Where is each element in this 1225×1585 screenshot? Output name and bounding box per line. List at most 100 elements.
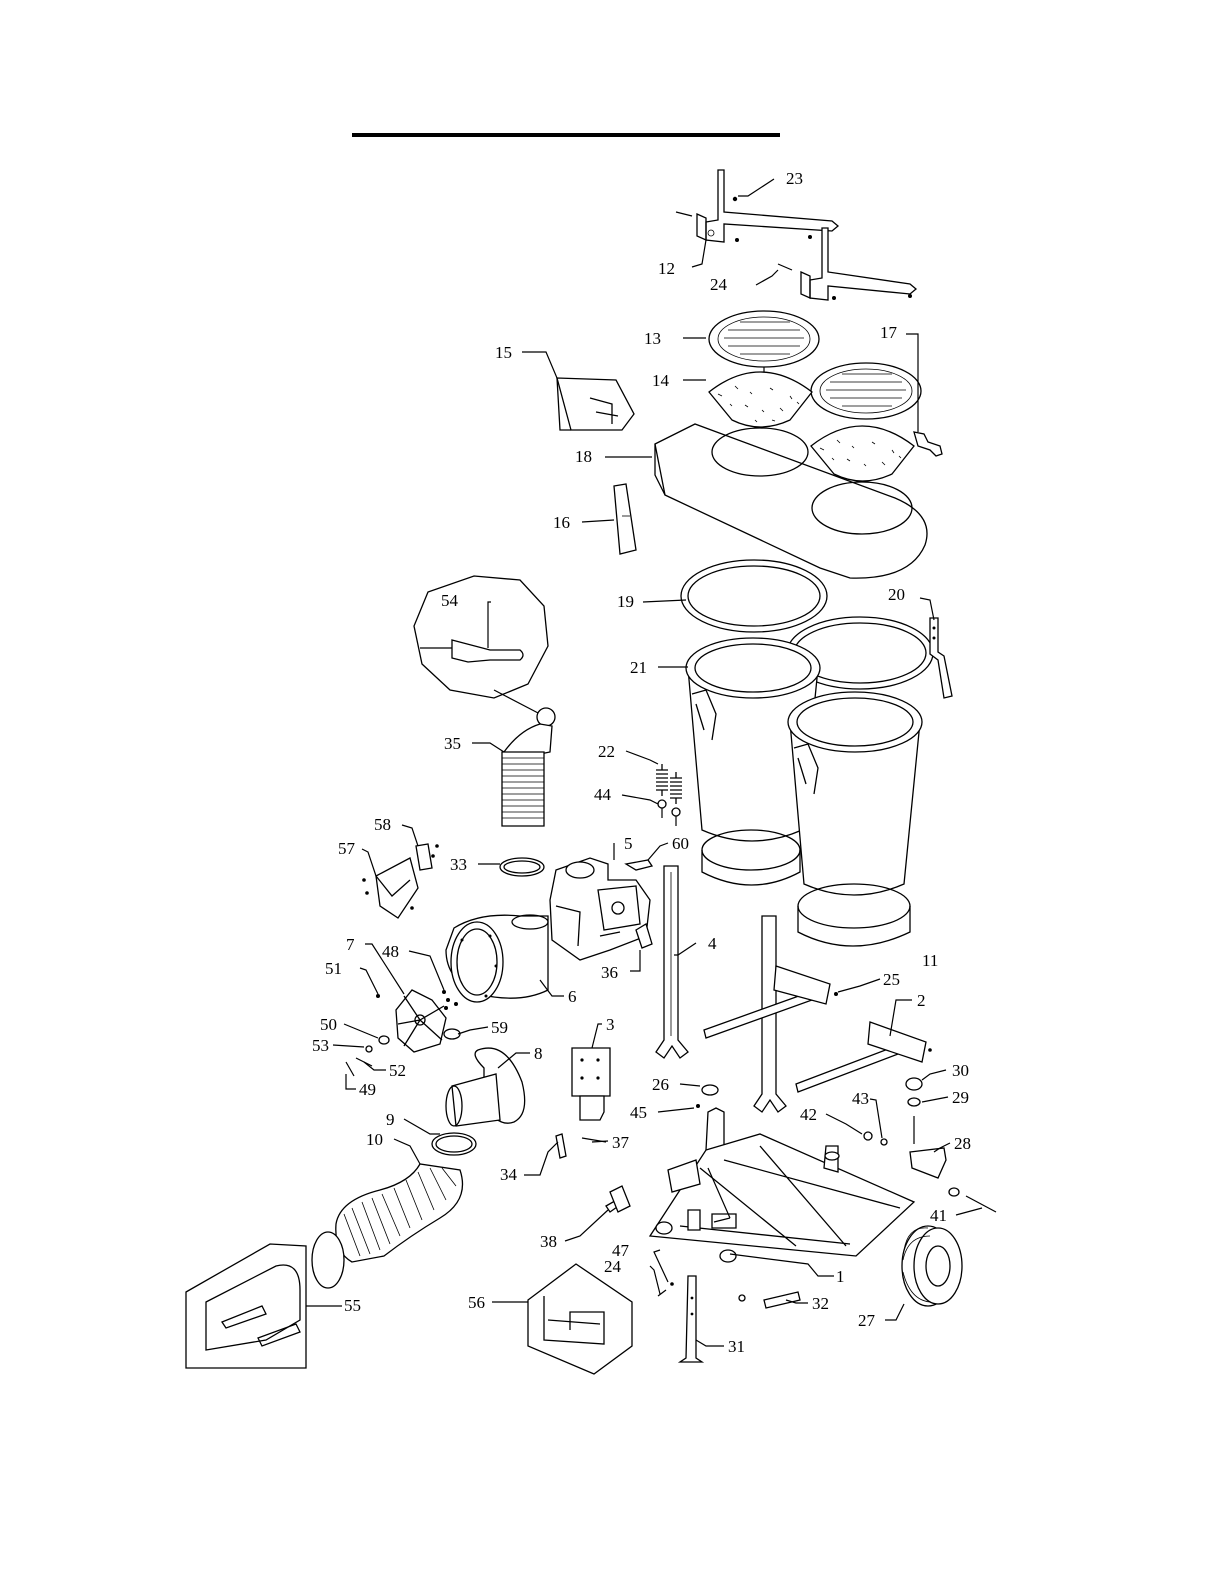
label-10: 10 [366, 1130, 383, 1149]
part-28-caster-bracket [910, 1116, 946, 1178]
part-42-nut [864, 1132, 872, 1140]
label-8: 8 [534, 1044, 543, 1063]
part-15-inlet-hood [557, 378, 634, 430]
label-34: 34 [500, 1165, 518, 1184]
label-32: 32 [812, 1294, 829, 1313]
label-35: 35 [444, 734, 461, 753]
label-23: 23 [786, 169, 803, 188]
part-20-latch [930, 618, 952, 698]
part-54-detail-callout [414, 576, 555, 726]
part-57-elbow [362, 858, 418, 918]
part-31-stand-leg [680, 1276, 702, 1362]
label-7: 7 [346, 935, 355, 954]
label-27: 27 [858, 1311, 876, 1330]
label-12: 12 [658, 259, 675, 278]
label-44: 44 [594, 785, 612, 804]
part-9-hose-clamp [432, 1133, 476, 1155]
part-22-springs [656, 764, 682, 804]
part-59-key [444, 1029, 460, 1039]
part-12-bracket [676, 170, 838, 242]
label-52: 52 [389, 1061, 406, 1080]
label-15: 15 [495, 343, 512, 362]
label-29: 29 [952, 1088, 969, 1107]
part-17-clip [914, 432, 942, 456]
part-25-nut [834, 992, 838, 996]
label-59: 59 [491, 1018, 508, 1037]
label-25: 25 [883, 970, 900, 989]
label-60: 60 [672, 834, 689, 853]
label-13: 13 [644, 329, 661, 348]
label-16: 16 [553, 513, 570, 532]
part-16-flap [614, 484, 636, 554]
label-6: 6 [568, 987, 577, 1006]
label-5: 5 [624, 834, 633, 853]
part-12-bracket-second [778, 228, 916, 300]
part-45-pin [696, 1104, 700, 1108]
part-34-pin [556, 1134, 566, 1158]
part-6-blower-housing [446, 915, 548, 1002]
part-3-mount-plate [572, 1048, 610, 1120]
label-45: 45 [630, 1103, 647, 1122]
label-43: 43 [852, 1089, 869, 1108]
part-44-eyebolts [658, 800, 680, 826]
label-20: 20 [888, 585, 905, 604]
label-14: 14 [652, 371, 670, 390]
label-49: 49 [359, 1080, 376, 1099]
part-38-pin [606, 1186, 630, 1212]
part-56-detail-box [528, 1264, 632, 1374]
label-9: 9 [386, 1110, 395, 1129]
part-33-clamp [500, 858, 544, 876]
label-4: 4 [708, 934, 717, 953]
part-47-clip [670, 1282, 674, 1286]
label-24: 24 [710, 275, 728, 294]
label-58: 58 [374, 815, 391, 834]
part-26-cap [702, 1085, 718, 1095]
part-1-frame [650, 1108, 914, 1262]
label-21: 21 [630, 658, 647, 677]
part-51-washer [376, 994, 380, 998]
part-29-spacer [908, 1098, 920, 1106]
label-37: 37 [612, 1133, 630, 1152]
label-24b: 24 [604, 1257, 622, 1276]
label-38: 38 [540, 1232, 557, 1251]
label-57: 57 [338, 839, 356, 858]
label-33: 33 [450, 855, 467, 874]
part-53-washer [366, 1046, 372, 1052]
label-19: 19 [617, 592, 634, 611]
label-53: 53 [312, 1036, 329, 1055]
part-48-bolts [442, 990, 458, 1010]
part-7-fan-wheel [396, 990, 446, 1052]
part-8-inlet-flange [446, 1048, 525, 1126]
part-55-detail-box [186, 1232, 344, 1368]
label-48: 48 [382, 942, 399, 961]
part-30-cap [906, 1078, 922, 1090]
label-36: 36 [601, 963, 618, 982]
label-42: 42 [800, 1105, 817, 1124]
part-13-grate [709, 311, 819, 373]
part-35-flex-duct [502, 724, 552, 826]
label-26: 26 [652, 1075, 669, 1094]
part-43-washer [881, 1139, 887, 1145]
label-18: 18 [575, 447, 592, 466]
part-5-engine [550, 858, 650, 960]
part-4-upright [656, 866, 688, 1058]
part-13-grate-second [811, 363, 921, 419]
label-3: 3 [606, 1015, 615, 1034]
label-17: 17 [880, 323, 898, 342]
part-41-bolt [949, 1188, 996, 1212]
label-30: 30 [952, 1061, 969, 1080]
part-10-flex-hose [336, 1164, 463, 1262]
part-49-screw [346, 1062, 354, 1076]
label-1: 1 [836, 1267, 845, 1286]
part-21-drum-second [788, 692, 922, 895]
part-32-axle [739, 1292, 800, 1308]
label-55: 55 [344, 1296, 361, 1315]
label-54: 54 [441, 591, 459, 610]
label-28: 28 [954, 1134, 971, 1153]
label-41: 41 [930, 1206, 947, 1225]
part-27-wheel [902, 1226, 962, 1306]
label-56: 56 [468, 1293, 485, 1312]
label-51: 51 [325, 959, 342, 978]
